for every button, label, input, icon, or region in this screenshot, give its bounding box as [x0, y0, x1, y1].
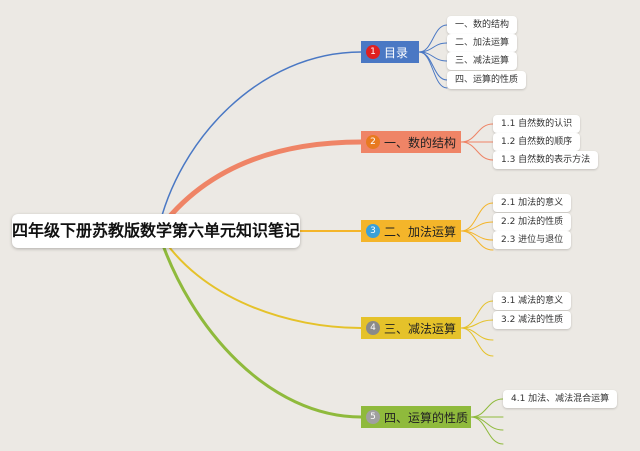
number-badge: 2: [366, 135, 380, 149]
leaf-item[interactable]: 4.1 加法、减法混合运算: [503, 390, 618, 408]
leaf-connector: [460, 141, 494, 161]
leaf-connector: [460, 230, 494, 251]
leaf-item[interactable]: 1.3 自然数的表示方法: [493, 151, 599, 169]
leaf-item[interactable]: 一、数的结构: [447, 16, 518, 34]
number-badge: 1: [366, 45, 380, 59]
leaf-item[interactable]: 二、加法运算: [447, 34, 518, 52]
leaf-connector: [460, 300, 494, 329]
leaf-item[interactable]: 四、运算的性质: [447, 71, 527, 89]
leaf-connector: [470, 398, 504, 418]
leaf-connector: [418, 51, 448, 89]
leaf-item[interactable]: 3.1 减法的意义: [493, 292, 572, 310]
leaf-connector: [470, 416, 504, 431]
leaf-connector: [460, 202, 494, 232]
leaf-item[interactable]: 2.1 加法的意义: [493, 194, 572, 212]
leaf-connector: [460, 327, 494, 357]
leaf-item[interactable]: 1.2 自然数的顺序: [493, 133, 581, 151]
leaf-connector: [418, 24, 448, 53]
branch-subtraction[interactable]: 4 三、减法运算: [361, 317, 461, 339]
leaf-item[interactable]: 2.2 加法的性质: [493, 213, 572, 231]
root-connector: [157, 230, 362, 329]
leaf-item[interactable]: 1.1 自然数的认识: [493, 115, 581, 133]
leaf-connector: [460, 230, 494, 241]
branch-addition[interactable]: 3 二、加法运算: [361, 220, 461, 242]
leaf-item[interactable]: 3.2 减法的性质: [493, 311, 572, 329]
number-badge: 5: [366, 410, 380, 424]
leaf-connector: [460, 327, 494, 341]
branch-label: 四、运算的性质: [384, 410, 469, 425]
branch-label: 三、减法运算: [384, 321, 457, 336]
number-badge: 3: [366, 224, 380, 238]
leaf-connector: [470, 416, 504, 445]
branch-label: 目录: [384, 45, 409, 60]
root-connector: [157, 51, 362, 232]
leaf-item[interactable]: 2.3 进位与退位: [493, 231, 572, 249]
leaf-connector: [460, 123, 494, 143]
branch-number-structure[interactable]: 2 一、数的结构: [361, 131, 461, 153]
number-badge: 4: [366, 321, 380, 335]
branch-label: 一、数的结构: [384, 135, 457, 150]
branch-operation-properties[interactable]: 5 四、运算的性质: [361, 406, 471, 428]
root-connector: [155, 139, 364, 234]
root-connector: [156, 229, 363, 419]
root-topic[interactable]: 四年级下册苏教版数学第六单元知识笔记: [12, 214, 300, 248]
branch-contents[interactable]: 1 目录: [361, 41, 419, 63]
leaf-item[interactable]: 三、减法运算: [447, 52, 518, 70]
branch-label: 二、加法运算: [384, 224, 457, 239]
